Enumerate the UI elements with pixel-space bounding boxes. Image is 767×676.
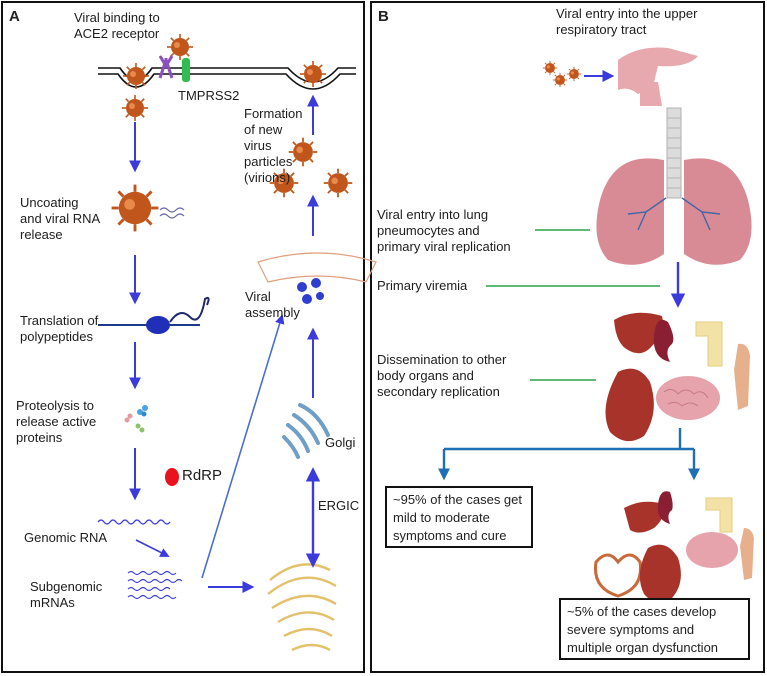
heart-organ — [605, 368, 654, 442]
mild-line1: ~95% of the cases get — [393, 492, 523, 507]
mild-line3: symptoms and cure — [393, 528, 507, 543]
assembly-membrane — [257, 252, 377, 283]
label-lung-line3: primary viral replication — [377, 239, 511, 254]
label-genomic-rna: Genomic RNA — [24, 530, 108, 545]
label-proteolysis-line2: release active — [16, 414, 97, 429]
severe-line1: ~5% of the cases develop — [567, 604, 717, 619]
new-virion-3 — [322, 167, 354, 199]
label-subgenomic-line2: mRNAs — [30, 595, 75, 610]
severe-kidney — [657, 491, 673, 524]
viral-rna-strand — [159, 207, 185, 213]
label-proteolysis-line1: Proteolysis to — [16, 398, 95, 413]
tmprss2-protein — [182, 58, 190, 82]
panel-b-label: B — [378, 8, 389, 25]
panel-b-border — [370, 1, 765, 673]
label-upper-entry-line2: respiratory tract — [556, 22, 647, 37]
label-lung-line1: Viral entry into lung — [377, 207, 489, 222]
brain-organ — [656, 376, 720, 420]
label-formation: Formation of new virus particles (virion… — [244, 106, 303, 186]
label-proteolysis-line3: proteins — [16, 430, 63, 445]
severe-intestine — [705, 497, 733, 533]
label-assembly-line1: Viral — [245, 289, 271, 304]
endoplasmic-reticulum — [267, 563, 337, 652]
label-formation-line3: virus — [244, 138, 272, 153]
right-lung — [684, 158, 752, 265]
protein-fragments — [124, 405, 148, 433]
polypeptide-chain — [169, 296, 210, 323]
golgi-apparatus — [282, 403, 330, 459]
label-dissemination-line3: secondary replication — [377, 384, 500, 399]
label-binding-line2: ACE2 receptor — [74, 26, 160, 41]
virus-budding — [299, 60, 327, 88]
left-lung — [596, 158, 664, 265]
label-formation-line2: of new — [244, 122, 283, 137]
label-golgi: Golgi — [325, 435, 356, 450]
severe-brain — [686, 532, 738, 568]
inhaled-virus-3 — [566, 66, 582, 82]
label-dissemination-line2: body organs and — [377, 368, 474, 383]
label-uncoating: Uncoating and viral RNA release — [20, 195, 100, 243]
label-lung-entry: Viral entry into lung pneumocytes and pr… — [377, 207, 511, 255]
label-lung-line2: pneumocytes and — [377, 223, 480, 238]
mild-outcome-box: ~95% of the cases get mild to moderate s… — [385, 486, 533, 548]
label-ergic: ERGIC — [318, 498, 360, 513]
label-viral-assembly: Viral assembly — [245, 289, 300, 321]
inhaled-virus-2 — [552, 72, 568, 88]
label-upper-entry-line1: Viral entry into the upper — [556, 6, 698, 21]
assembly-particles — [297, 278, 324, 304]
trachea — [666, 107, 682, 199]
label-translation-line1: Translation of — [20, 313, 99, 328]
label-dissemination: Dissemination to other body organs and s… — [377, 352, 506, 400]
label-uncoating-line2: and viral RNA — [20, 211, 101, 226]
virus-internalized — [121, 94, 149, 122]
genomic-rna-strand — [97, 519, 171, 525]
severe-lungs — [593, 553, 643, 598]
virus-binding — [122, 62, 150, 90]
label-binding-line1: Viral binding to — [74, 10, 160, 25]
label-uncoating-line3: release — [20, 227, 63, 242]
virus-uncoating — [110, 183, 160, 233]
severe-outcome-box: ~5% of the cases develop severe symptoms… — [559, 598, 750, 660]
rdrp-enzyme — [165, 468, 179, 486]
label-assembly-line2: assembly — [245, 305, 300, 320]
label-translation-line2: polypeptides — [20, 329, 93, 344]
label-tmprss2: TMPRSS2 — [178, 88, 240, 103]
intestine-organ — [695, 321, 723, 367]
subgenomic-mrna-strands — [127, 570, 183, 600]
label-translation: Translation of polypeptides — [20, 313, 98, 345]
label-subgenomic: Subgenomic mRNAs — [30, 579, 102, 611]
label-binding: Viral binding to ACE2 receptor — [74, 10, 160, 42]
upper-airway — [618, 47, 698, 94]
arrow-to-assembly — [201, 314, 285, 579]
severe-liver — [624, 501, 665, 533]
severe-line3: multiple organ dysfunction — [567, 640, 719, 655]
label-formation-line4: particles — [244, 154, 293, 169]
severe-heart — [639, 544, 681, 603]
label-formation-line5: (virions) — [244, 170, 291, 185]
panel-a-label: A — [9, 8, 20, 25]
inhaled-virus-1 — [542, 60, 558, 76]
mild-line2: mild to moderate — [393, 510, 490, 525]
severe-line2: severe symptoms and — [567, 622, 695, 637]
severe-leg-muscle — [740, 528, 754, 580]
arrow-to-subgenomic — [135, 539, 170, 557]
liver-organ — [614, 312, 663, 354]
label-formation-line1: Formation — [244, 106, 303, 121]
label-rdrp: RdRP — [182, 467, 223, 484]
label-dissemination-line1: Dissemination to other — [377, 352, 507, 367]
panel-a-border — [1, 1, 365, 673]
kidney-organ — [653, 319, 674, 362]
label-proteolysis: Proteolysis to release active proteins — [16, 398, 96, 446]
ribosome — [146, 316, 170, 334]
label-primary-viremia: Primary viremia — [377, 278, 468, 293]
label-upper-entry: Viral entry into the upper respiratory t… — [556, 6, 697, 38]
leg-muscle-organ — [734, 343, 750, 410]
label-uncoating-line1: Uncoating — [20, 195, 79, 210]
label-subgenomic-line1: Subgenomic — [30, 579, 103, 594]
